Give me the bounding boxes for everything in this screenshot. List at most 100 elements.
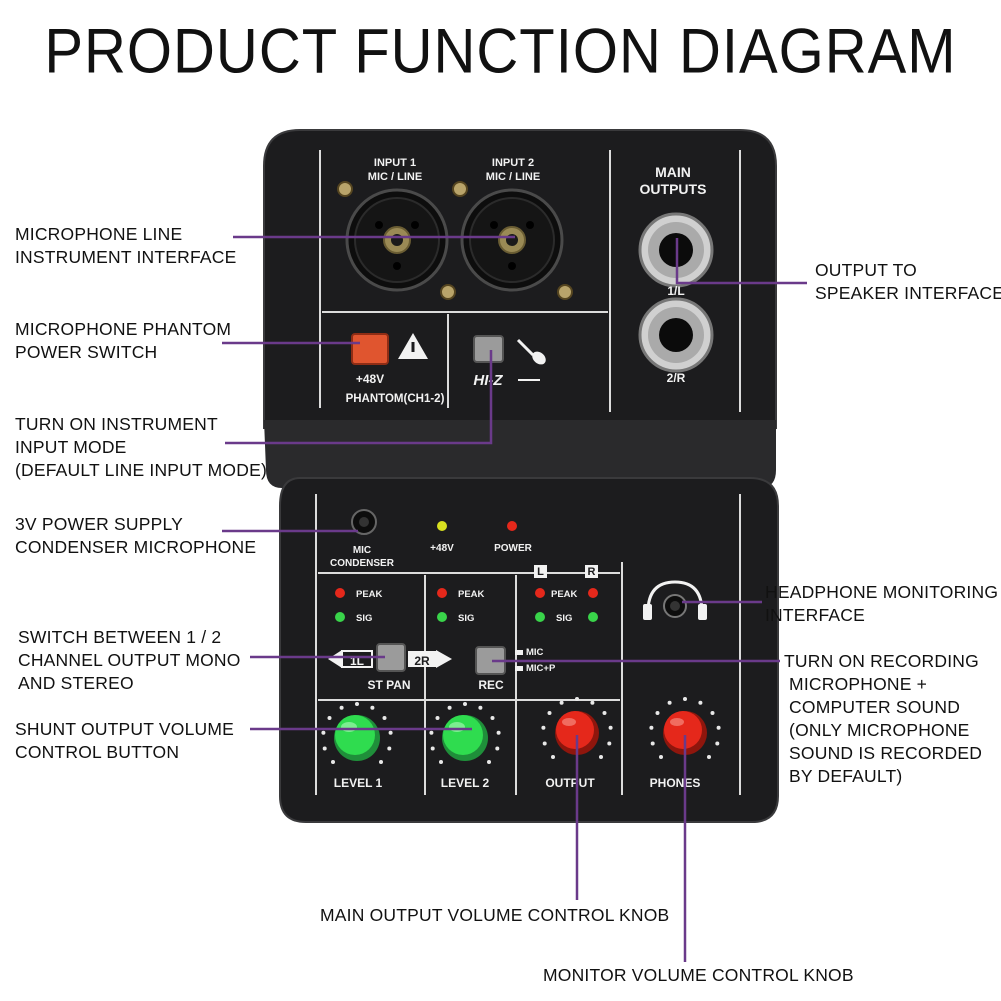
knob-tick-dot [331, 760, 335, 764]
rec-mic-label: MIC [526, 647, 544, 658]
knob-tick-dot [447, 705, 452, 710]
knob-tick-dot [339, 705, 344, 710]
callout-monitor-knob: MONITOR VOLUME CONTROL KNOB [543, 965, 854, 985]
guitar-icon [516, 338, 546, 365]
out-sig-label: SIG [556, 613, 572, 624]
knob-tick-dot [495, 746, 500, 751]
phones-knob[interactable] [663, 711, 707, 755]
knob-tick-dot [602, 711, 607, 715]
out-peak-label: PEAK [551, 589, 578, 600]
knob-tick-dot [429, 730, 434, 735]
knob-tick-dot [608, 725, 613, 730]
lower-housing [279, 477, 779, 823]
phantom-power-button[interactable] [351, 333, 389, 365]
knob-tick-dot [487, 760, 491, 764]
housing-neck [264, 420, 776, 488]
r-badge [585, 565, 598, 578]
knob-tick-dot [321, 730, 326, 735]
knob-tick-dot [710, 711, 715, 715]
knob-tick-dot [659, 755, 663, 759]
output-knob[interactable] [555, 711, 599, 755]
ch2-sig-label: SIG [458, 613, 474, 624]
leader-lines [222, 235, 807, 962]
leader-output-speaker [675, 238, 807, 285]
knob-tick-dot [541, 725, 546, 730]
st-2r-label: 2R [414, 654, 430, 668]
led-power-label: POWER [494, 543, 533, 554]
rec-micp-marker [515, 666, 523, 671]
level1-label: LEVEL 1 [334, 776, 383, 790]
mic-condenser-sub: CONDENSER [330, 558, 395, 569]
knob-tick-dot [387, 746, 392, 751]
knob-tick-dot [322, 746, 327, 751]
knob-tick-dot [379, 760, 383, 764]
main-output-jack-2[interactable] [638, 297, 714, 373]
knob-tick-dot [559, 700, 564, 705]
knob-tick-dot [551, 755, 555, 759]
knob-tick-dot [542, 741, 547, 746]
knob-tick-dot [430, 746, 435, 751]
hi-z-button[interactable] [473, 335, 504, 363]
st-pan-arrows [328, 650, 452, 668]
upper-panel-lines [319, 150, 741, 412]
callout-mic-line: MICROPHONE LINE INSTRUMENT INTERFACE [15, 224, 237, 267]
phones-label: PHONES [650, 776, 701, 790]
knob-tick-dot [649, 725, 654, 730]
callout-switch-mono-stereo: SWITCH BETWEEN 1 / 2 CHANNEL OUTPUT MONO… [18, 627, 241, 693]
input2-label: INPUT 2 [492, 157, 534, 169]
callout-headphone: HEADPHONE MONITORING INTERFACE [765, 582, 999, 625]
knob-tick-rings [321, 697, 721, 764]
mic-condenser-jack[interactable] [351, 509, 377, 535]
ch2-peak-label: PEAK [458, 589, 485, 600]
knob-tick-dot [547, 711, 552, 715]
jack-screws [337, 181, 573, 300]
knob-tick-dot [599, 755, 603, 759]
ch2-sig-led [437, 612, 447, 622]
callout-recording: TURN ON RECORDING MICROPHONE + COMPUTER … [784, 651, 983, 786]
knob-tick-dot [607, 741, 612, 746]
knob-tick-dot [388, 730, 393, 735]
callout-shunt-volume: SHUNT OUTPUT VOLUME CONTROL BUTTON [15, 719, 235, 762]
ch2-peak-led [437, 588, 447, 598]
main-outputs-sub: OUTPUTS [640, 181, 707, 197]
knob-tick-dot [382, 716, 387, 720]
main-output-1-label: 1/L [667, 284, 684, 298]
xlr-combo-jack-1[interactable] [345, 188, 449, 292]
main-outputs-label: MAIN [655, 164, 691, 180]
ch1-sig-led [335, 612, 345, 622]
main-output-2-label: 2/R [667, 371, 686, 385]
level2-label: LEVEL 2 [441, 776, 490, 790]
led-48v [437, 521, 447, 531]
phantom-label: PHANTOM(CH1-2) [346, 393, 445, 405]
ch1-peak-label: PEAK [356, 589, 383, 600]
knob-tick-dot [435, 716, 440, 720]
leader-instrument [225, 350, 493, 445]
knob-tick-dot [590, 700, 595, 705]
knob-tick-dot [463, 702, 467, 706]
level1-knob[interactable] [334, 715, 380, 761]
rec-micp-label: MIC+P [526, 663, 556, 674]
rec-label: REC [478, 678, 504, 692]
out-l-peak-led [535, 588, 545, 598]
knob-tick-dot [683, 697, 687, 701]
st-pan-label: ST PAN [367, 678, 410, 692]
knob-tick-dot [716, 725, 721, 730]
xlr-combo-jack-2[interactable] [460, 188, 564, 292]
ch1-sig-label: SIG [356, 613, 372, 624]
knob-tick-dot [667, 700, 672, 705]
knob-tick-dot [490, 716, 495, 720]
input1-sub: MIC / LINE [368, 171, 422, 183]
knob-tick-dot [355, 702, 359, 706]
l-badge [534, 565, 547, 578]
led-48v-label: +48V [430, 543, 454, 554]
level2-knob[interactable] [442, 715, 488, 761]
out-l-sig-led [535, 612, 545, 622]
callout-power-supply: 3V POWER SUPPLY CONDENSER MICROPHONE [15, 514, 257, 557]
knob-tick-dot [575, 697, 579, 701]
knob-tick-dot [715, 741, 720, 746]
r-badge-label: R [588, 566, 596, 578]
knob-tick-dot [655, 711, 660, 715]
knob-tick-dot [707, 755, 711, 759]
headphone-jack[interactable] [663, 594, 687, 618]
